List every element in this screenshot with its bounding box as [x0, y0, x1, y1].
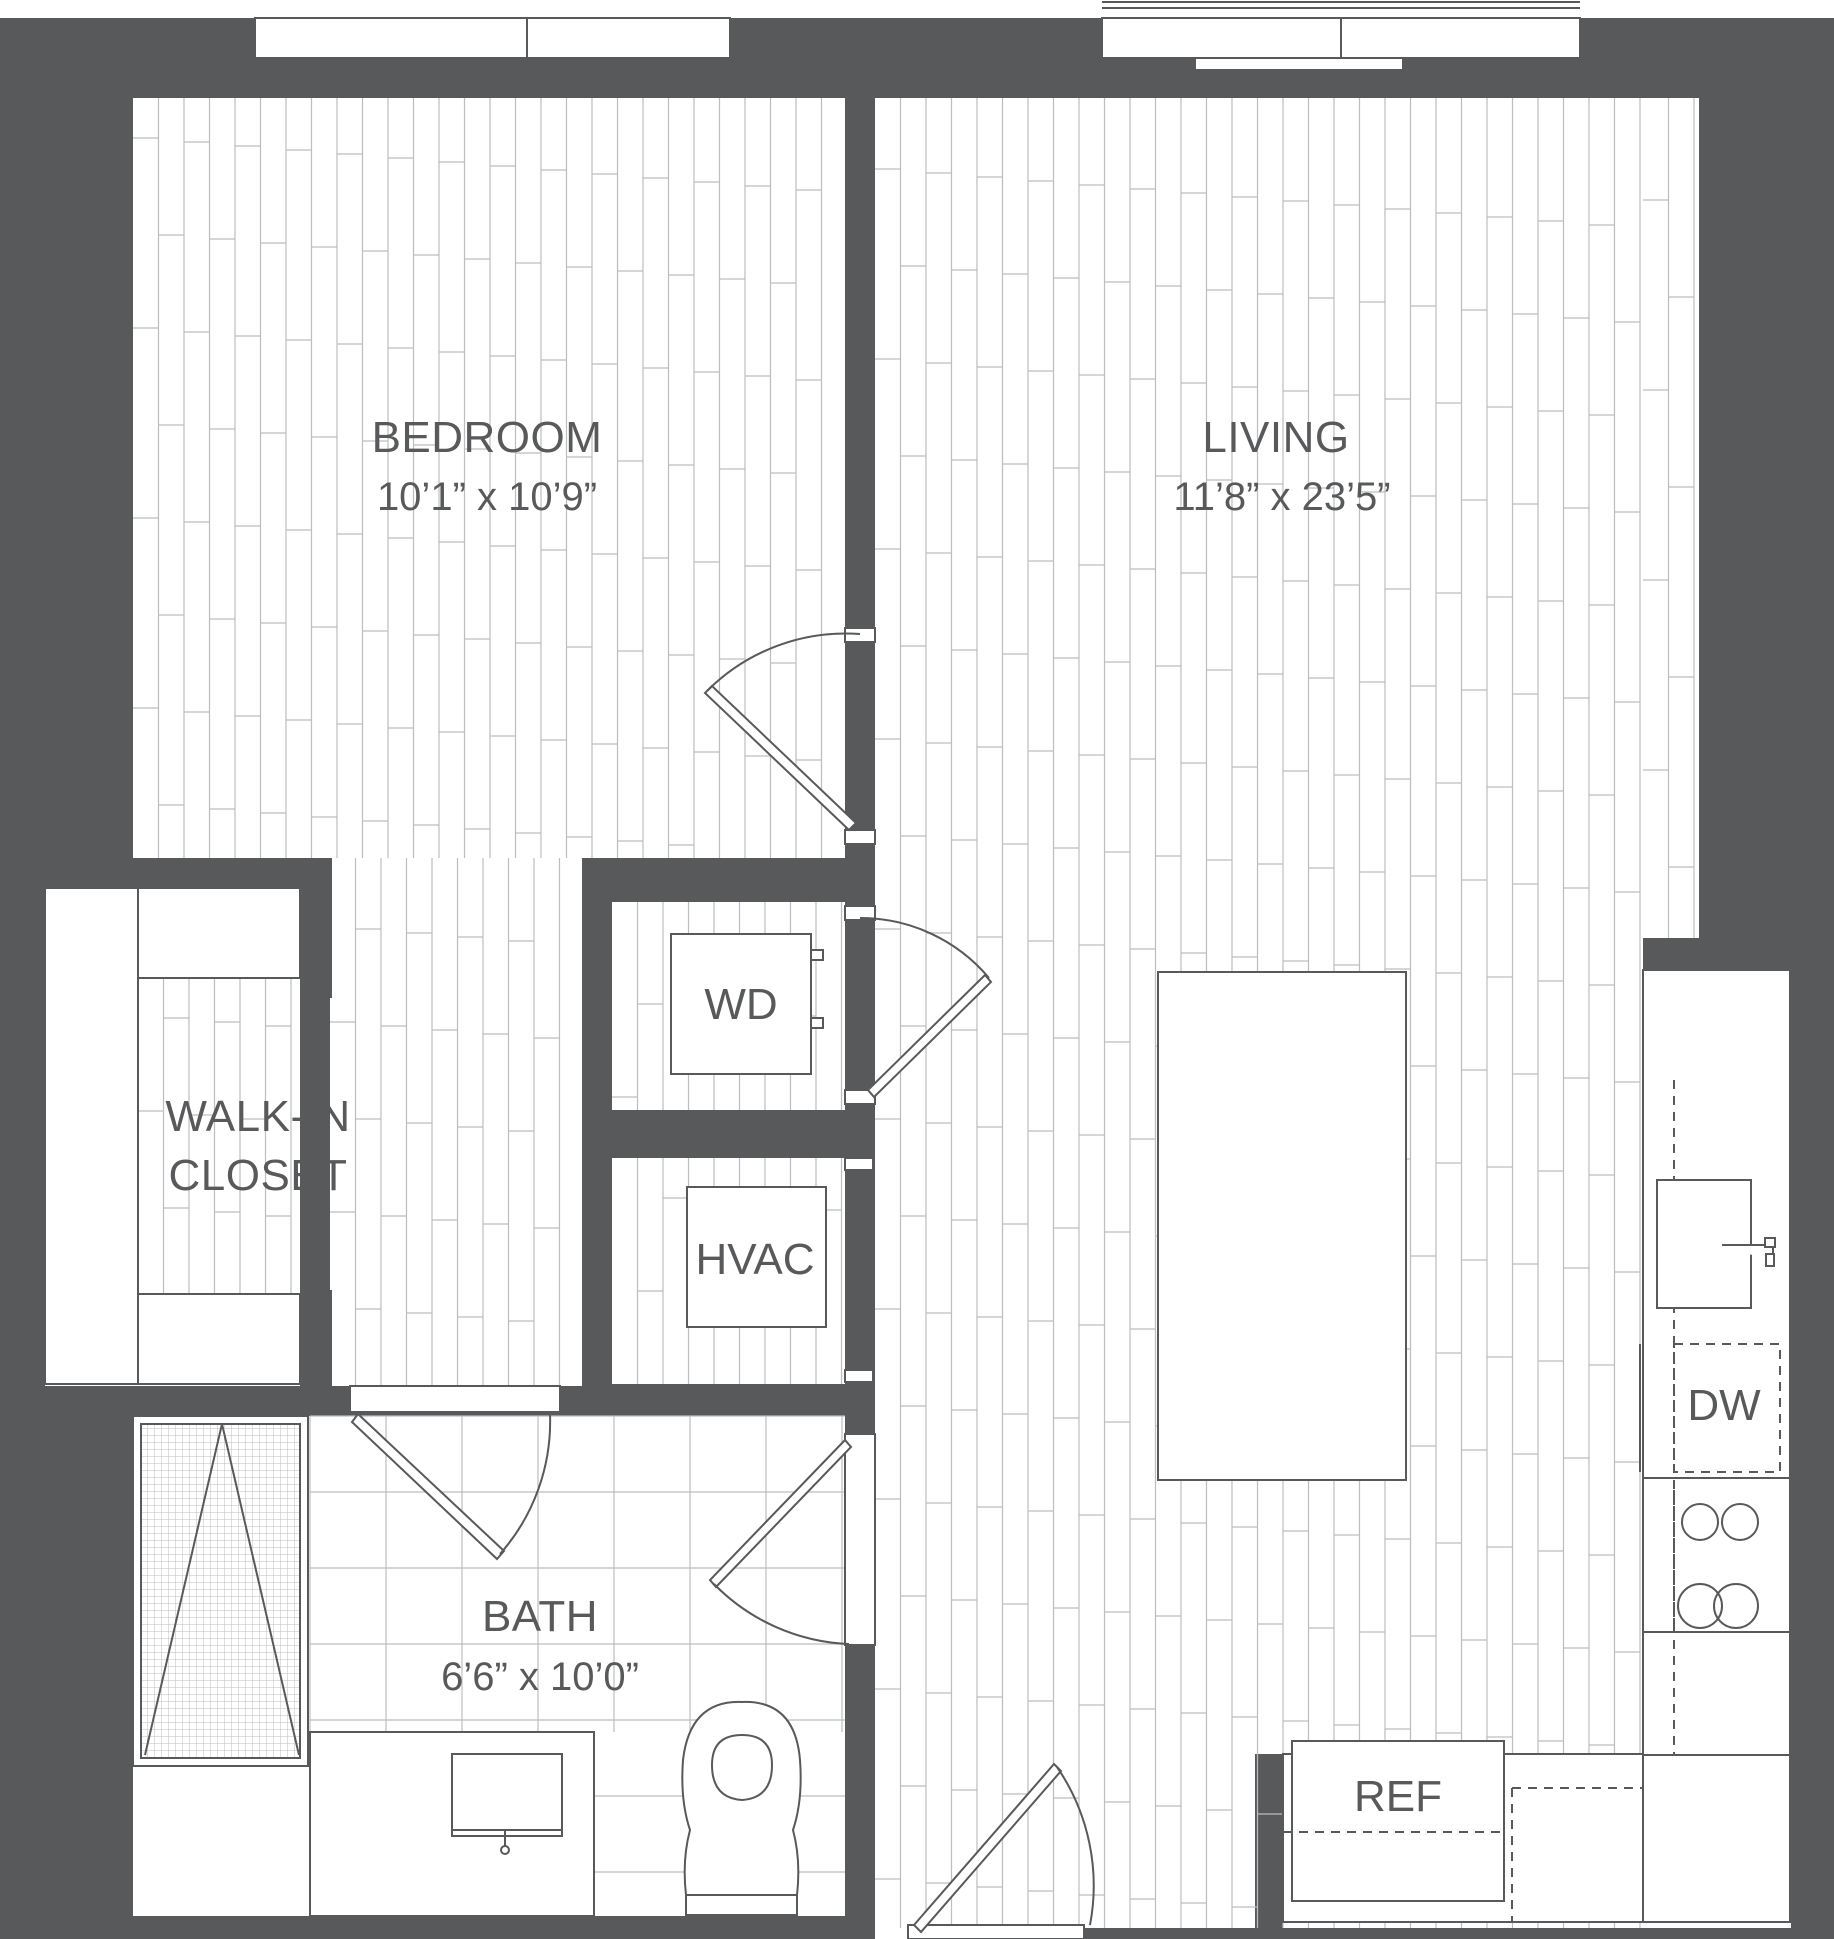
labels: BEDROOM 10’1” x 10’9” LIVING 11’8” x 23’…	[165, 413, 1761, 1821]
bath-door	[349, 1385, 561, 1561]
bedroom-lower-floor	[330, 850, 582, 1386]
wd-left-wall	[582, 858, 612, 1386]
cooktop	[1673, 1490, 1759, 1632]
closet-shelves	[44, 887, 301, 1385]
closet-name-line2: CLOSET	[168, 1151, 347, 1200]
faucet-icon	[1722, 1237, 1776, 1267]
bath-fixtures	[309, 1700, 802, 1917]
closet-name-line1: WALK-IN	[165, 1092, 350, 1141]
hvac-label: HVAC	[696, 1235, 815, 1284]
utility-units	[670, 933, 874, 1383]
bedroom-dims: 10’1” x 10’9”	[377, 475, 597, 519]
living-dims: 11’8” x 23’5”	[1173, 475, 1390, 519]
entry-door	[907, 1762, 1095, 1939]
sink-basin	[451, 1753, 563, 1837]
bath-top-wall	[0, 1386, 350, 1416]
bath-name: BATH	[482, 1592, 598, 1641]
dishwasher	[1673, 1343, 1781, 1473]
shower	[132, 1415, 309, 1767]
bedroom-name: BEDROOM	[372, 413, 603, 462]
windows	[254, 1, 1581, 71]
bedroom-floor	[133, 98, 845, 858]
kitchen-pier	[1255, 1754, 1283, 1939]
ref-label: REF	[1354, 1772, 1442, 1821]
living-name: LIVING	[1202, 413, 1349, 462]
living-floor	[875, 98, 1699, 938]
refrigerator	[1291, 1740, 1505, 1902]
closet-wall-top	[300, 858, 332, 998]
bath-dims: 6’6” x 10’0”	[441, 1655, 639, 1699]
toilet-icon	[681, 1700, 802, 1916]
bath-top-wall-right	[560, 1386, 875, 1416]
refrigerator-area	[1282, 1740, 1644, 1923]
wd-door	[844, 905, 993, 1105]
dw-label: DW	[1687, 1381, 1761, 1430]
hvac-unit	[686, 1186, 827, 1328]
closet-wall-bottom	[300, 1290, 332, 1386]
bath-living-door	[708, 1433, 876, 1646]
kitchen-island	[1157, 971, 1407, 1481]
bedroom-door	[703, 627, 876, 845]
wood-plank-flooring	[133, 98, 1695, 1928]
wd-hvac-divider	[582, 1110, 875, 1158]
washer-dryer	[670, 933, 812, 1075]
bath-tile-floor	[309, 1415, 845, 1873]
wd-label: WD	[704, 980, 777, 1029]
bedroom-living-wall	[845, 80, 875, 628]
bedroom-window	[254, 17, 731, 59]
interior-walls	[0, 80, 1283, 1939]
doors	[349, 627, 1095, 1939]
bath-right-wall	[845, 1645, 875, 1939]
kitchen-counter	[1639, 969, 1791, 1923]
